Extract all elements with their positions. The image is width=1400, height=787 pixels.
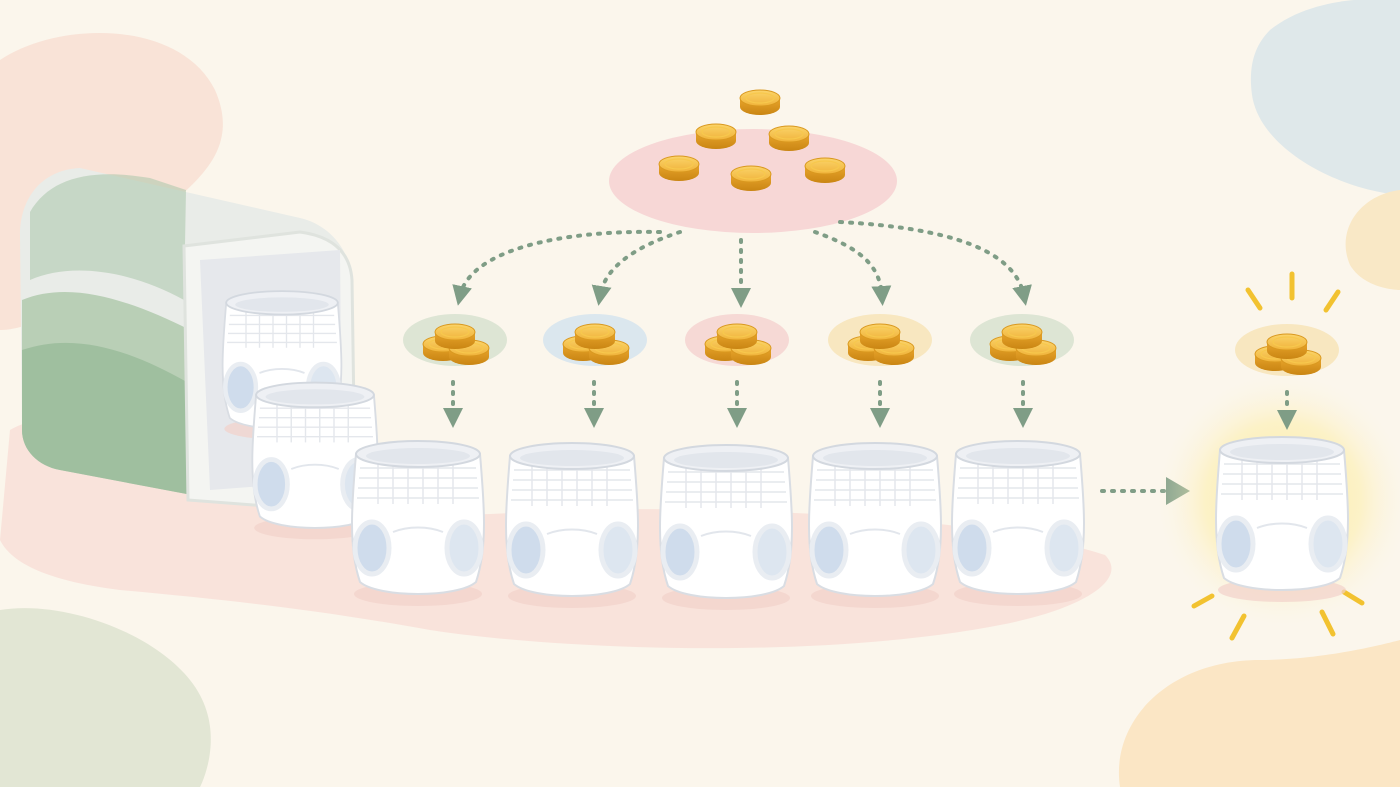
pull-up-diaper-icon bbox=[952, 441, 1084, 606]
pull-up-diaper-icon bbox=[506, 443, 638, 608]
highlighted-result bbox=[1153, 271, 1400, 641]
coin-share bbox=[543, 314, 647, 366]
pull-up-diaper-icon bbox=[809, 443, 941, 608]
pull-up-diaper-icon bbox=[1216, 437, 1348, 602]
diaper-package-icon bbox=[20, 168, 378, 539]
diaper-row bbox=[352, 441, 1084, 610]
distribution-arrows bbox=[452, 220, 1032, 308]
coin-share bbox=[970, 314, 1074, 366]
result-coin-share bbox=[1235, 324, 1339, 376]
sparkle-rays bbox=[1191, 271, 1365, 641]
pull-up-diaper-icon bbox=[660, 445, 792, 610]
coin-shares bbox=[403, 314, 1074, 366]
share-arrows bbox=[443, 380, 1033, 428]
coin-share bbox=[685, 314, 789, 366]
coin-share bbox=[828, 314, 932, 366]
coin-share bbox=[403, 314, 507, 366]
pull-up-diaper-icon bbox=[352, 441, 484, 606]
main-coin-pile bbox=[609, 89, 897, 233]
